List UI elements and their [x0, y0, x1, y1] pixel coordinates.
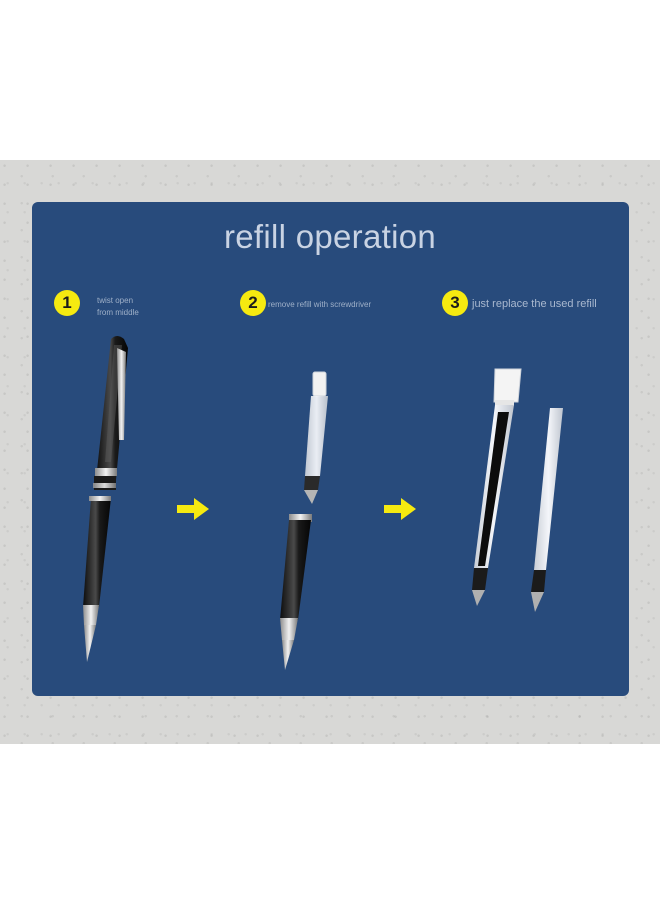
instruction-panel — [32, 202, 629, 696]
pen-barrel — [83, 496, 111, 662]
step-2-caption: remove refill with screwdriver — [268, 300, 372, 309]
step-1-caption: twist open from middle — [97, 295, 139, 319]
step-1-badge: 1 — [54, 290, 80, 316]
step-1-caption-line1: twist open — [97, 296, 134, 305]
page-title: refill operation — [223, 218, 437, 255]
used-refill — [472, 368, 522, 606]
step-1-caption-line2: from middle — [97, 308, 139, 317]
step-2-badge: 2 — [240, 290, 266, 316]
step-3-caption: just replace the used refill — [472, 298, 597, 310]
new-refill — [531, 408, 563, 612]
step-3-badge: 3 — [442, 290, 468, 316]
pen-barrel-step2 — [280, 514, 312, 670]
refill-removed — [304, 371, 328, 504]
arrow-right-icon — [384, 498, 416, 520]
pen-cap — [93, 336, 128, 490]
arrow-right-icon — [177, 498, 209, 520]
